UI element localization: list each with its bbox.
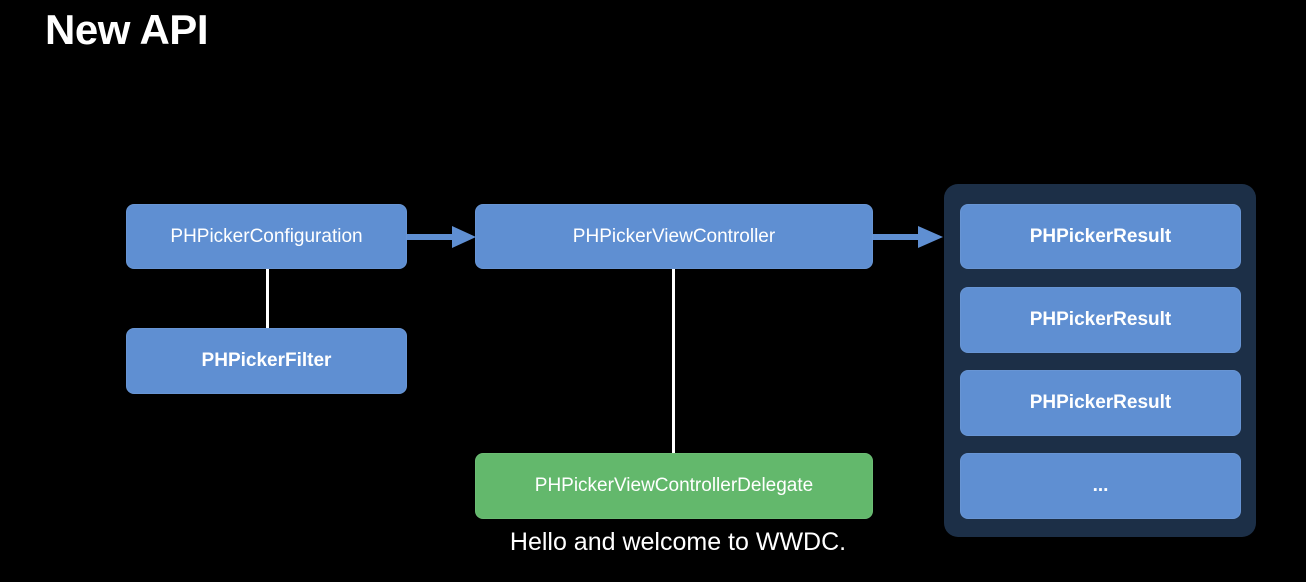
more-results-node: ...: [960, 453, 1241, 519]
phpickerresult-node: PHPickerResult: [960, 287, 1241, 353]
viewcontroller-delegate-connector: [672, 268, 675, 454]
arrow-viewcontroller-to-results: [872, 226, 943, 248]
phpickerresult-node: PHPickerResult: [960, 370, 1241, 436]
arrow-config-to-viewcontroller: [406, 226, 476, 248]
phpickerfilter-node: PHPickerFilter: [126, 328, 407, 394]
phpickerviewcontrollerdelegate-node: PHPickerViewControllerDelegate: [475, 453, 873, 519]
phpickerconfiguration-node: PHPickerConfiguration: [126, 204, 407, 269]
phpickerresult-node: PHPickerResult: [960, 204, 1241, 269]
configuration-filter-connector: [266, 268, 269, 328]
subtitle-caption: Hello and welcome to WWDC.: [509, 528, 847, 556]
phpickerviewcontroller-node: PHPickerViewController: [475, 204, 873, 269]
slide-title: New API: [45, 6, 208, 53]
